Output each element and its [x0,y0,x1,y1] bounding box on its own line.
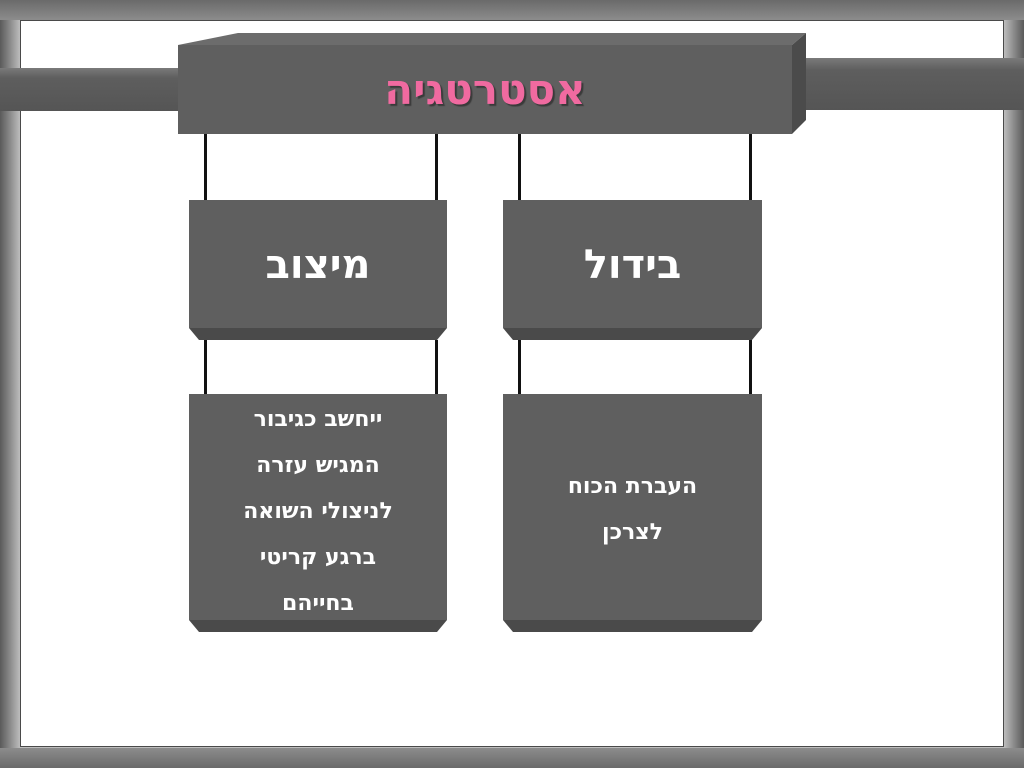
header-label-differentiation: בידול [583,242,682,288]
body-box-positioning-base [189,620,447,632]
rope [204,134,207,200]
rope [749,340,752,394]
body-line: בחייהם [282,591,354,616]
body-line: לצרכן [602,520,663,545]
header-label-positioning: מיצוב [265,242,371,288]
rope [518,340,521,394]
title-box: אסטרטגיה [178,45,792,134]
rope [435,340,438,394]
rope [518,134,521,200]
title-box-side-face [792,33,806,134]
body-line: לניצולי השואה [243,499,393,524]
slide-frame-bottom [0,748,1024,768]
slide-frame-top [0,0,1024,20]
rope [204,340,207,394]
body-text-positioning: ייחשב כגיבור המגיש עזרה לניצולי השואה בר… [189,397,447,627]
header-box-positioning: מיצוב [189,200,447,328]
body-line: ברגע קריטי [259,545,377,570]
title-box-top-face [178,33,806,45]
diagram-title: אסטרטגיה [384,65,586,114]
body-line: המגיש עזרה [256,453,380,478]
rope [435,134,438,200]
header-box-differentiation: בידול [503,200,762,328]
beam-left [0,68,180,111]
header-box-positioning-base [189,328,447,340]
body-line: ייחשב כגיבור [253,407,383,432]
body-line: העברת הכוח [567,474,698,499]
body-box-positioning: ייחשב כגיבור המגיש עזרה לניצולי השואה בר… [189,394,447,620]
rope [749,134,752,200]
beam-right [805,58,1024,110]
body-text-differentiation: העברת הכוח לצרכן [503,464,762,556]
header-box-differentiation-base [503,328,762,340]
body-box-differentiation-base [503,620,762,632]
body-box-differentiation: העברת הכוח לצרכן [503,394,762,620]
